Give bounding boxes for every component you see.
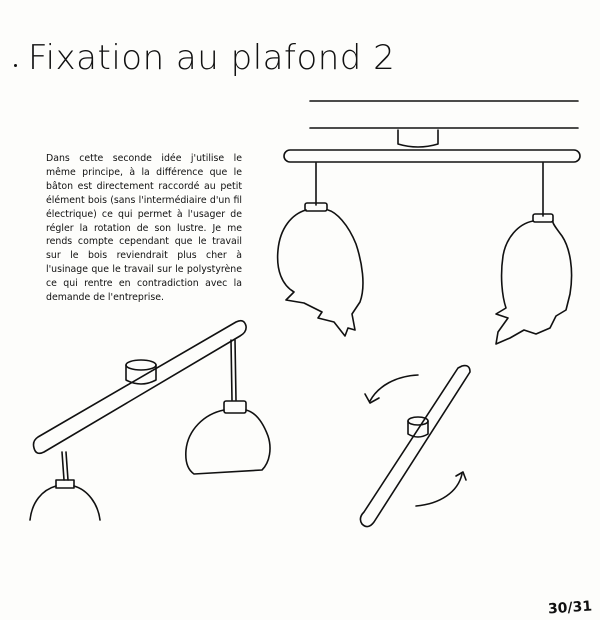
page-number: 30/31 xyxy=(547,598,593,618)
rotation-detail-sketch xyxy=(359,364,471,528)
rod-block xyxy=(125,359,157,385)
horizontal-rod xyxy=(283,149,581,163)
title-bullet xyxy=(14,64,17,67)
lamp-right xyxy=(495,213,573,345)
rotation-arrow-bottom xyxy=(415,473,463,507)
rotation-arrow-top xyxy=(369,374,419,402)
wire-left xyxy=(61,451,65,481)
rotation-block xyxy=(407,416,429,438)
lamp-right xyxy=(185,400,271,475)
page-title: Fixation au plafond 2 xyxy=(28,38,396,78)
lamp-left xyxy=(276,202,364,337)
wire-right xyxy=(230,339,233,401)
lamp-left xyxy=(29,479,101,521)
description-paragraph: Dans cette seconde idée j'utilise le mêm… xyxy=(46,153,242,304)
rotating-rod xyxy=(359,364,471,528)
diagonal-rod-sketch xyxy=(29,319,271,521)
diagonal-rod xyxy=(32,319,247,455)
wood-block xyxy=(397,129,439,148)
ceiling-mount-sketch xyxy=(276,100,581,345)
